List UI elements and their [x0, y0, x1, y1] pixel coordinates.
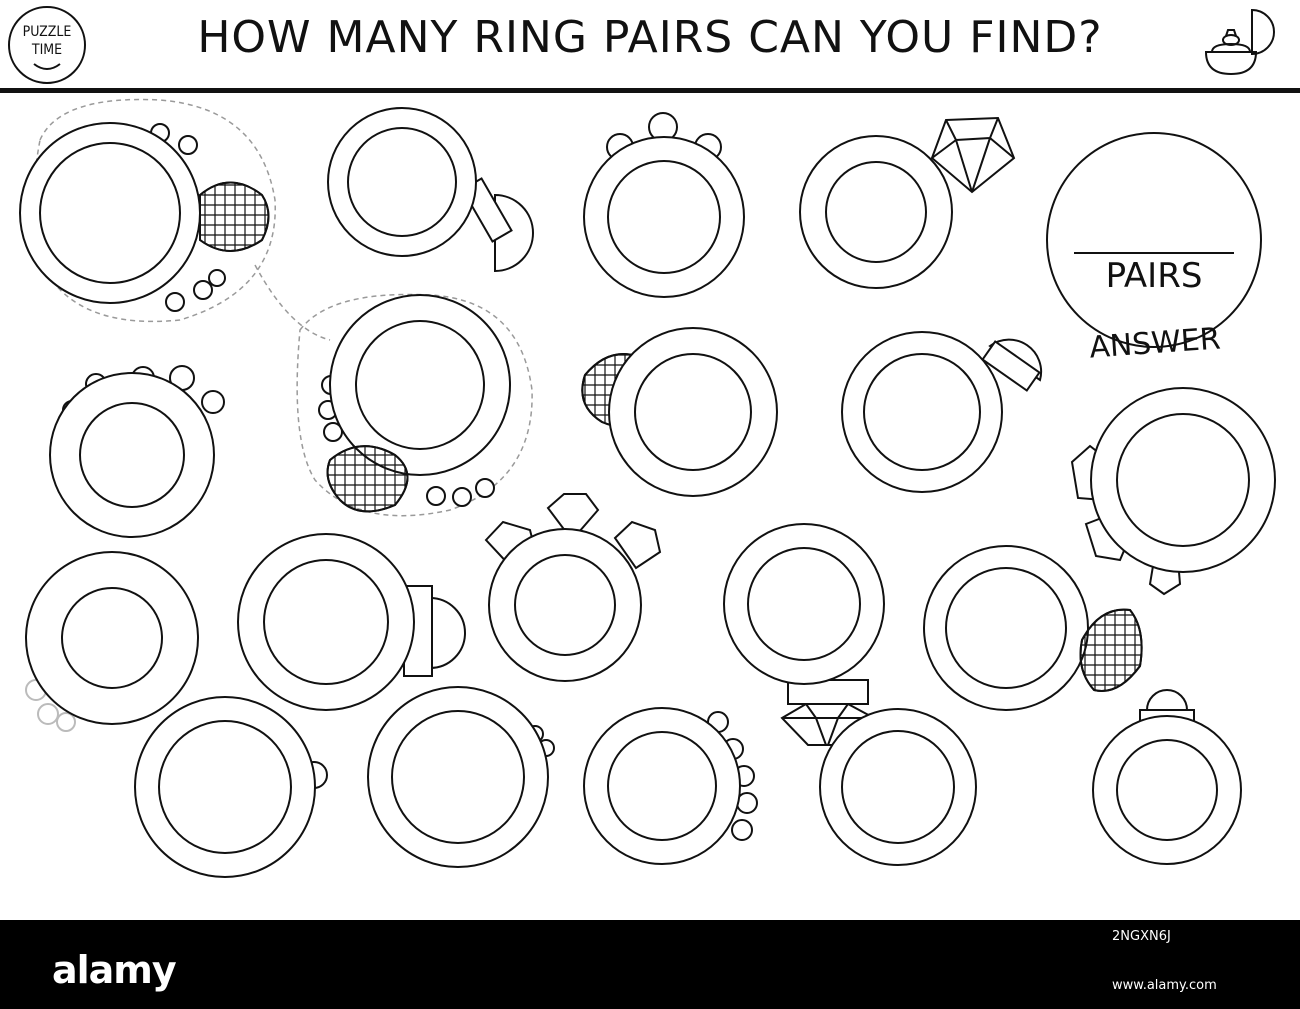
site-url: www.alamy.com — [1112, 978, 1217, 993]
puzzle-sheet: PUZZLE TIME HOW MANY RING PAIRS CAN YOU … — [0, 2, 1300, 878]
puzzle-time-logo: PUZZLE TIME — [4, 2, 90, 88]
answer-input-line[interactable] — [1074, 252, 1234, 254]
ring-3[interactable] — [583, 112, 745, 298]
ring-14[interactable] — [923, 545, 1143, 711]
ring-6[interactable] — [318, 294, 511, 513]
page-title: HOW MANY RING PAIRS CAN YOU FIND? — [197, 12, 1103, 63]
ring-15[interactable] — [134, 696, 328, 878]
title-divider — [0, 88, 1300, 93]
ring-8[interactable] — [841, 331, 1043, 493]
answer-circle[interactable] — [1046, 132, 1262, 348]
ring-19[interactable] — [1092, 689, 1242, 865]
ring-11[interactable] — [25, 551, 199, 732]
brand-logo: alamy — [52, 948, 177, 992]
logo-line-1: PUZZLE — [22, 24, 72, 40]
ring-7[interactable] — [581, 327, 778, 497]
ring-18[interactable] — [819, 708, 977, 866]
image-id: 2NGXN6J — [1112, 929, 1171, 944]
rings-field — [19, 98, 1276, 878]
pairs-label: PAIRS — [1105, 256, 1203, 296]
ring-17[interactable] — [583, 707, 758, 865]
logo-line-2: TIME — [31, 42, 63, 58]
ring-4[interactable] — [799, 116, 1016, 289]
ring-2[interactable] — [327, 107, 534, 273]
ring-10[interactable] — [484, 493, 662, 682]
ring-12[interactable] — [237, 533, 466, 711]
ring-13[interactable] — [723, 523, 885, 746]
ring-9[interactable] — [1070, 387, 1276, 596]
ring-box-icon — [1200, 4, 1278, 80]
ring-1[interactable] — [19, 122, 270, 312]
watermark-footer — [0, 920, 1300, 1009]
ring-16[interactable] — [367, 686, 555, 868]
ring-5[interactable] — [49, 365, 225, 538]
